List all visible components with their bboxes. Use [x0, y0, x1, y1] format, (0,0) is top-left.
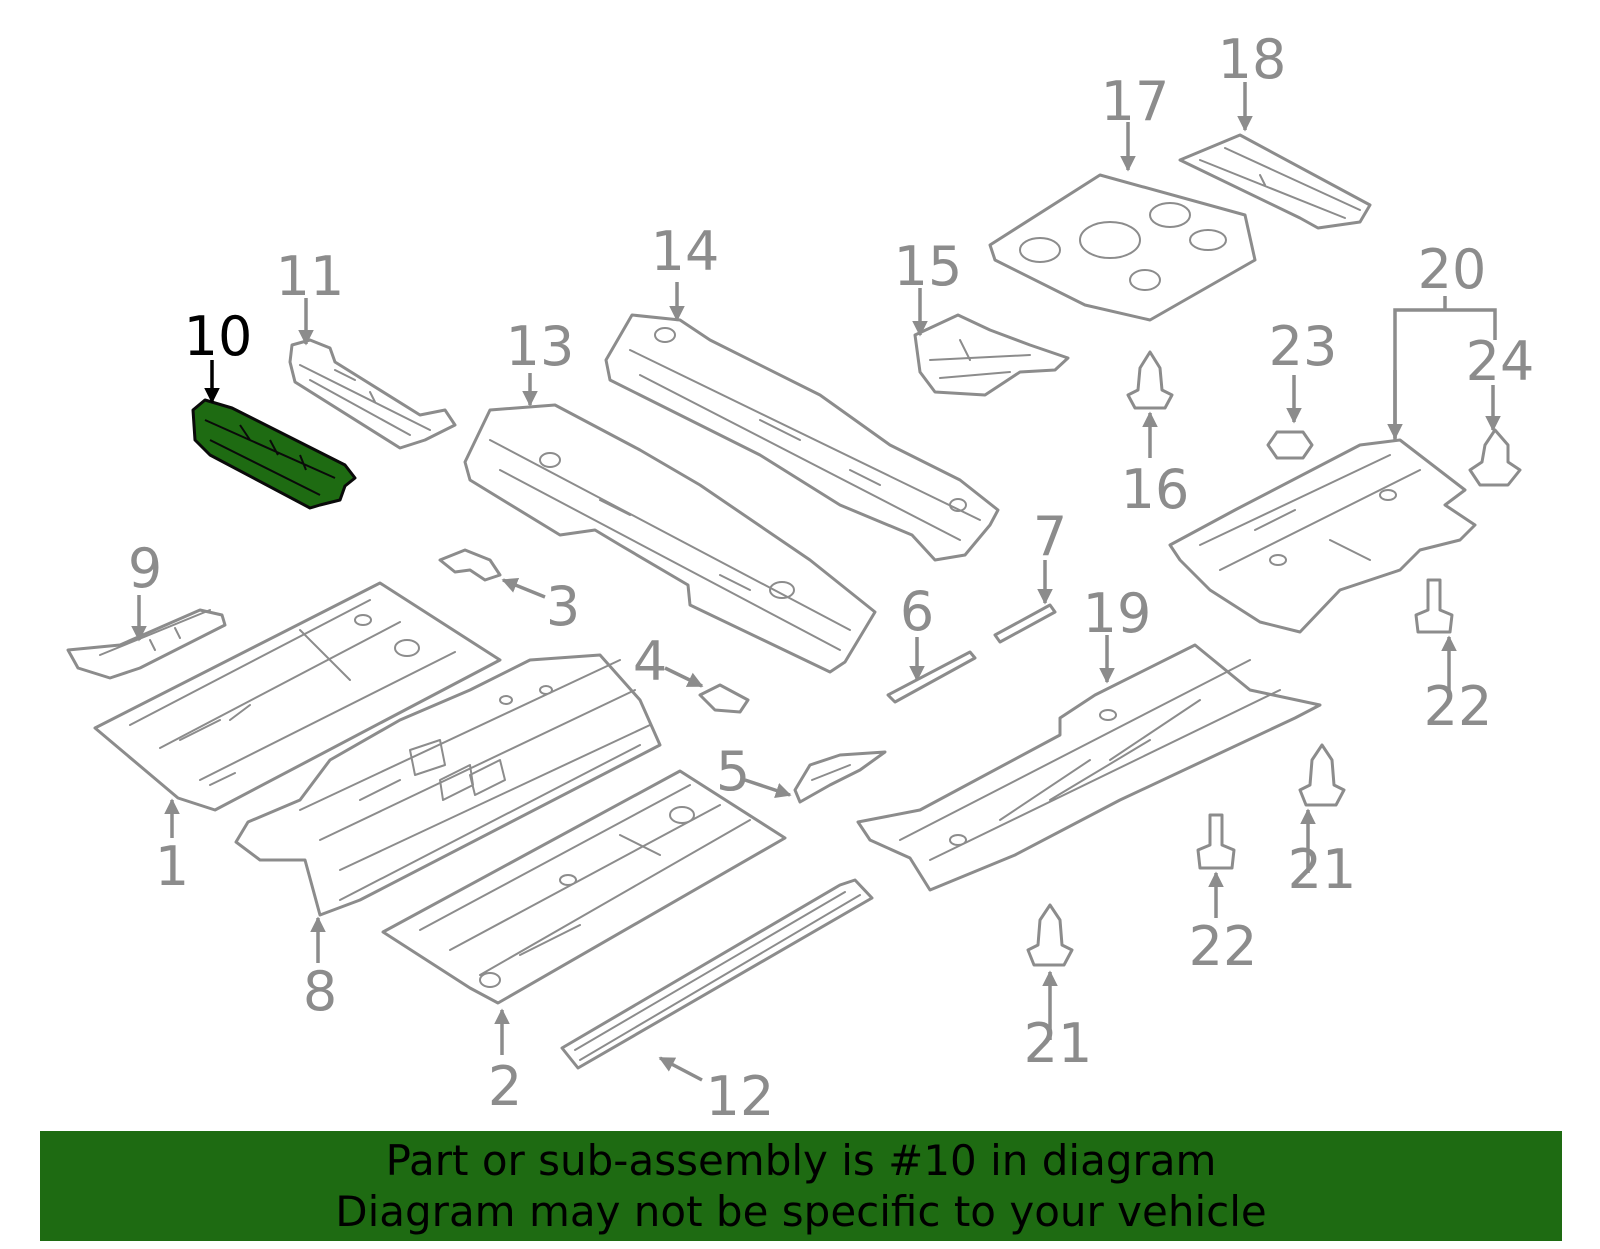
part-15-bracket[interactable]	[913, 313, 1070, 397]
callout-12: 12	[706, 1065, 775, 1128]
part-23-nut[interactable]	[1266, 430, 1314, 460]
part-2-floor-pan[interactable]	[381, 769, 787, 1005]
callout-2: 2	[488, 1055, 522, 1118]
callout-20: 20	[1418, 238, 1487, 301]
part-4-bracket[interactable]	[698, 683, 750, 714]
part-18-bar[interactable]	[1178, 133, 1372, 230]
callout-19: 19	[1083, 582, 1152, 645]
callout-16: 16	[1121, 458, 1190, 521]
part-9-bracket[interactable]	[66, 608, 227, 680]
part-17-panel[interactable]	[988, 173, 1257, 322]
callout-labels: 1 2 3 4 5 6 7 8 9 10 11 12 13 14 15 16 1…	[128, 28, 1535, 1128]
callout-22-upper: 22	[1424, 675, 1493, 738]
part-1-floor-pan[interactable]	[93, 581, 502, 812]
info-banner: Part or sub-assembly is #10 in diagram D…	[40, 1131, 1562, 1241]
callout-23: 23	[1269, 315, 1338, 378]
callout-21-right: 21	[1288, 838, 1357, 901]
part-21-clip-right[interactable]	[1298, 743, 1346, 807]
part-12-sill[interactable]	[560, 878, 874, 1070]
callout-7: 7	[1033, 505, 1067, 568]
part-14-crossmember[interactable]	[604, 313, 1000, 562]
callout-24: 24	[1466, 330, 1535, 393]
callout-14: 14	[651, 220, 720, 283]
part-19-shield[interactable]	[856, 643, 1322, 892]
callout-13: 13	[506, 315, 575, 378]
part-6-strip[interactable]	[886, 650, 977, 704]
callout-11: 11	[276, 245, 345, 308]
callout-22-lower: 22	[1189, 915, 1258, 978]
callout-4: 4	[633, 630, 667, 693]
banner-line-2: Diagram may not be specific to your vehi…	[335, 1187, 1267, 1236]
callout-10: 10	[184, 305, 253, 368]
callout-9: 9	[128, 537, 162, 600]
part-13-crossmember[interactable]	[463, 403, 877, 674]
part-21-clip-lower[interactable]	[1026, 903, 1074, 967]
callout-1: 1	[155, 835, 189, 898]
part-16-clip[interactable]	[1126, 350, 1174, 410]
part-8-floor-tunnel[interactable]	[234, 653, 662, 917]
part-3-bracket[interactable]	[438, 548, 502, 582]
part-5-bracket[interactable]	[793, 750, 887, 804]
part-11-crossmember[interactable]	[288, 338, 457, 450]
callout-5: 5	[716, 740, 750, 803]
callout-leaders	[131, 82, 1501, 1082]
callout-18: 18	[1218, 28, 1287, 91]
part-22-bolt-upper[interactable]	[1414, 578, 1454, 634]
callout-8: 8	[303, 960, 337, 1023]
part-10-highlighted[interactable]	[191, 398, 357, 510]
part-22-bolt-lower[interactable]	[1196, 813, 1236, 870]
callout-3: 3	[546, 575, 580, 638]
part-7-strip[interactable]	[993, 603, 1057, 644]
callout-21-lower: 21	[1024, 1012, 1093, 1075]
callout-6: 6	[900, 580, 934, 643]
banner-line-1: Part or sub-assembly is #10 in diagram	[385, 1136, 1217, 1185]
part-20-shield[interactable]	[1168, 438, 1477, 634]
callout-17: 17	[1101, 70, 1170, 133]
part-24-clip[interactable]	[1468, 428, 1522, 487]
callout-15: 15	[894, 235, 963, 298]
